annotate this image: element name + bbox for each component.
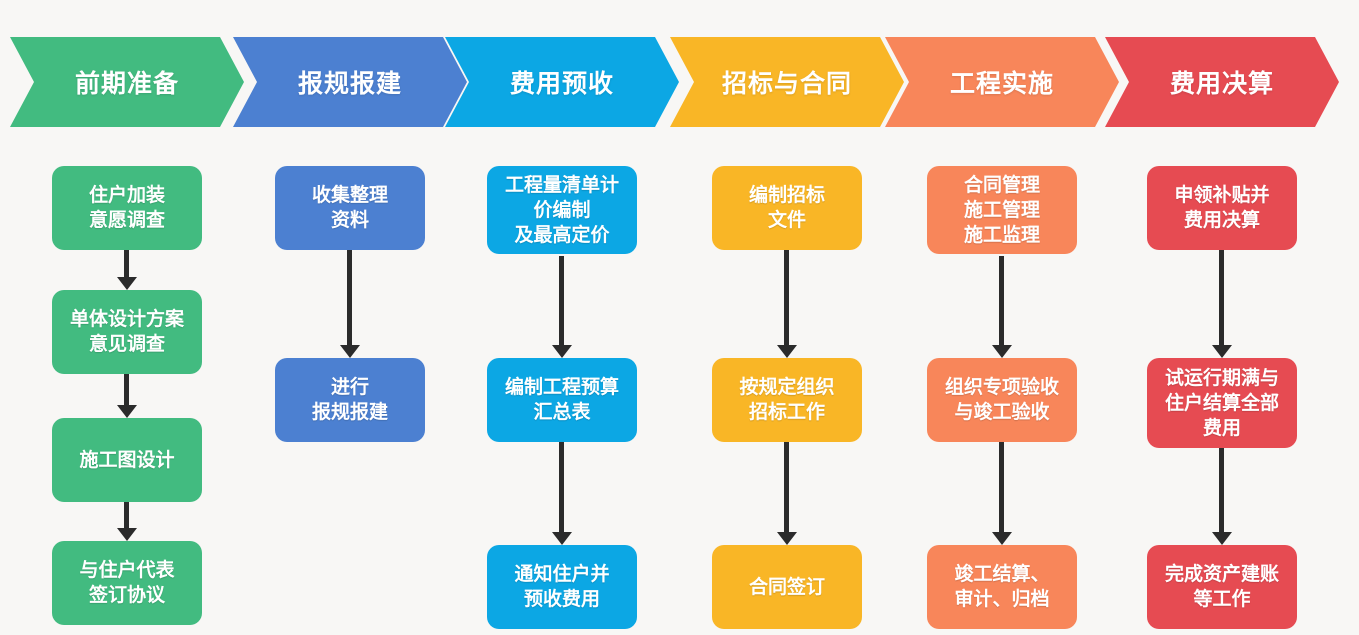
step-box: 住户加装 意愿调查 [52,166,202,250]
step-label: 编制工程预算 汇总表 [504,377,619,423]
step-box: 单体设计方案 意见调查 [52,290,202,374]
step-box: 进行 报规报建 [275,358,425,442]
stage-title: 招标与合同 [721,70,852,98]
down-arrow-icon [1212,448,1232,545]
step-box: 申领补贴并 费用决算 [1147,166,1297,250]
step-label: 申领补贴并 费用决算 [1174,185,1270,231]
step-box: 组织专项验收 与竣工验收 [927,358,1077,442]
step-box: 编制招标 文件 [712,166,862,250]
step-box: 试运行期满与 住户结算全部 费用 [1147,358,1297,448]
stage-header-chevron: 工程实施 [885,37,1119,127]
step-box: 合同签订 [712,545,862,629]
step-label: 施工图设计 [79,449,175,471]
down-arrow-icon [992,442,1012,545]
stage-bidding-contract: 招标与合同 编制招标 文件 按规定组织 招标工作 合同签订 [670,33,904,633]
stage-implementation: 工程实施 合同管理 施工管理 施工监理 组织专项验收 与竣工验收 竣工结算、 审… [885,33,1119,633]
step-label: 竣工结算、 审计、归档 [954,564,1050,610]
stage-header-chevron: 费用预收 [445,37,679,127]
stage-final-accounting: 费用决算 申领补贴并 费用决算 试运行期满与 住户结算全部 费用 完成资产建账 … [1105,33,1339,633]
down-arrow-icon [117,374,137,418]
step-label: 完成资产建账 等工作 [1164,564,1279,610]
stage-title: 费用预收 [509,70,614,98]
down-arrow-icon [117,250,137,290]
step-box: 通知住户并 预收费用 [487,545,637,629]
step-box: 合同管理 施工管理 施工监理 [927,166,1077,254]
down-arrow-icon [552,256,572,358]
down-arrow-icon [552,442,572,545]
down-arrow-icon [777,442,797,545]
step-label: 试运行期满与 住户结算全部 费用 [1164,367,1279,439]
down-arrow-icon [1212,250,1232,358]
step-label: 收集整理 资料 [311,185,388,231]
down-arrow-icon [340,250,360,358]
step-label: 合同签订 [748,576,825,598]
step-box: 竣工结算、 审计、归档 [927,545,1077,629]
step-label: 按规定组织 招标工作 [739,377,835,423]
down-arrow-icon [117,502,137,541]
step-label: 合同管理 施工管理 施工监理 [963,174,1040,246]
step-box: 与住户代表 签订协议 [52,541,202,625]
step-box: 工程量清单计 价编制 及最高定价 [487,166,637,254]
step-label: 组织专项验收 与竣工验收 [944,377,1059,423]
step-label: 通知住户并 预收费用 [514,564,610,610]
step-box: 收集整理 资料 [275,166,425,250]
step-box: 完成资产建账 等工作 [1147,545,1297,629]
step-label: 工程量清单计 价编制 及最高定价 [504,174,619,246]
down-arrow-icon [992,256,1012,358]
step-label: 住户加装 意愿调查 [88,185,165,231]
stage-fee-precollection: 费用预收 工程量清单计 价编制 及最高定价 编制工程预算 汇总表 通知住户并 预… [445,33,679,633]
step-label: 进行 报规报建 [311,377,388,423]
step-label: 编制招标 文件 [748,185,825,231]
stage-header-chevron: 招标与合同 [670,37,904,127]
stage-header-chevron: 前期准备 [10,37,244,127]
step-box: 施工图设计 [52,418,202,502]
down-arrow-icon [777,250,797,358]
step-label: 与住户代表 签订协议 [79,560,175,606]
stage-preparation: 前期准备 住户加装 意愿调查 单体设计方案 意见调查 施工图设计 与住户代表 签… [10,33,244,633]
stage-title: 费用决算 [1169,70,1274,98]
step-label: 单体设计方案 意见调查 [69,309,184,355]
stage-title: 报规报建 [297,70,402,98]
stage-header-chevron: 费用决算 [1105,37,1339,127]
stage-header-chevron: 报规报建 [233,37,467,127]
stage-title: 工程实施 [949,70,1054,98]
stage-title: 前期准备 [74,70,179,98]
stage-planning-filing: 报规报建 收集整理 资料 进行 报规报建 [233,33,467,633]
step-box: 按规定组织 招标工作 [712,358,862,442]
step-box: 编制工程预算 汇总表 [487,358,637,442]
